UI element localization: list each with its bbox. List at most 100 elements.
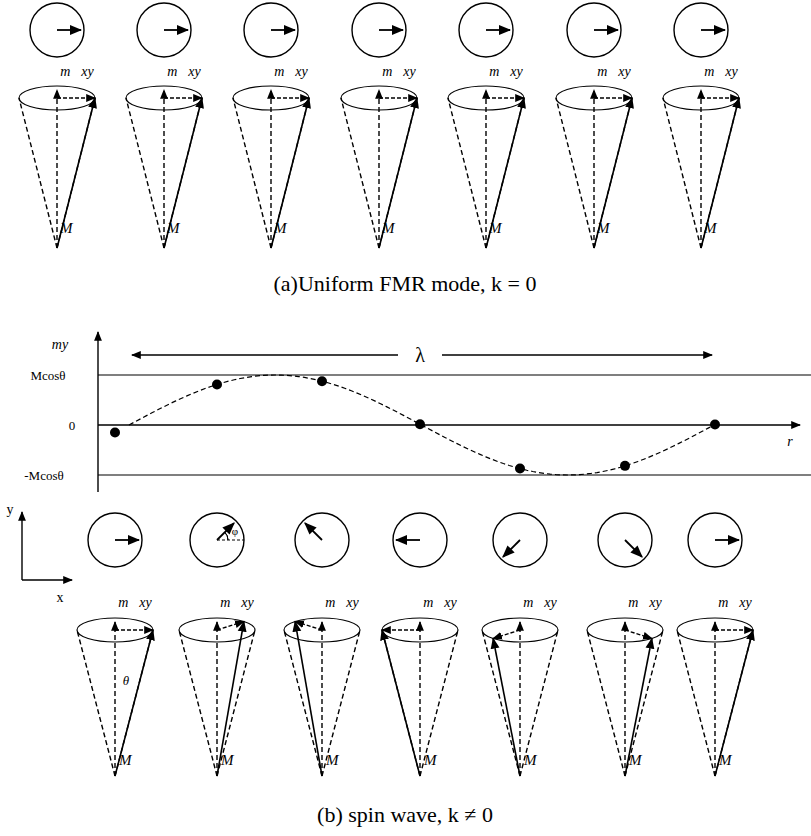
cone-side <box>715 630 753 776</box>
mxy-vector <box>115 629 153 630</box>
cone-side <box>126 98 164 248</box>
cone-side <box>448 98 486 248</box>
cone-rim <box>556 86 632 110</box>
label: y <box>7 503 14 517</box>
precession-cone <box>341 86 417 248</box>
cone-side <box>594 98 632 248</box>
precession-circle <box>459 3 513 57</box>
m-vector <box>379 98 417 248</box>
label: M⃗ <box>326 753 350 768</box>
precession-cone <box>233 86 309 248</box>
mxy-vector <box>271 97 309 98</box>
m-vector <box>382 630 420 776</box>
label: M⃗ <box>119 753 143 768</box>
cone-side <box>379 98 417 248</box>
m-vector <box>715 630 753 776</box>
label: M⃗ <box>719 753 743 768</box>
mxy-arrow <box>271 29 295 31</box>
axis-arrow <box>216 622 217 776</box>
wave-dot <box>212 379 222 389</box>
precession-cone <box>448 86 524 248</box>
caption: (a)Uniform FMR mode, k = 0 <box>274 273 537 295</box>
circle-outline <box>295 513 349 567</box>
cone-side <box>486 98 524 248</box>
circle-outline <box>30 3 84 57</box>
mxy-vector <box>493 630 520 638</box>
wave-dot <box>515 464 525 474</box>
axis-arrow <box>519 622 520 776</box>
label: x <box>57 591 64 605</box>
cone-side <box>179 630 217 776</box>
cone-side <box>164 98 202 248</box>
mxy-arrow <box>57 29 81 31</box>
mxy-vector <box>701 97 739 98</box>
label: m⃗xy <box>423 596 456 610</box>
label: M⃗ <box>60 221 84 236</box>
cone-side <box>556 98 594 248</box>
label: r <box>787 435 792 449</box>
wave-dot <box>317 376 327 386</box>
m-vector <box>164 98 202 248</box>
m-vector <box>115 630 153 776</box>
label: M⃗ <box>221 753 245 768</box>
cone-side <box>57 98 95 248</box>
label: M⃗ <box>274 221 298 236</box>
mxy-arrow <box>164 29 188 31</box>
mxy-arrow <box>305 523 322 540</box>
m-vector <box>493 638 520 776</box>
m-vector <box>486 98 524 248</box>
precession-circle <box>674 3 728 57</box>
precession-cone <box>77 618 153 776</box>
level-line <box>98 374 811 375</box>
phi-reference <box>217 540 244 541</box>
cone-side <box>677 630 715 776</box>
precession-circle <box>88 513 142 567</box>
cone-rim <box>448 86 524 110</box>
x-axis <box>22 579 72 580</box>
cone-rim <box>19 86 95 110</box>
label: M⃗ <box>489 221 513 236</box>
cone-side <box>382 630 420 776</box>
cone-side <box>341 98 379 248</box>
cone-side <box>520 630 558 776</box>
circle-outline <box>352 3 406 57</box>
m-vector <box>295 622 322 776</box>
mxy-vector <box>295 622 322 630</box>
circle-outline <box>567 3 621 57</box>
cone-side <box>115 630 153 776</box>
precession-circle <box>352 3 406 57</box>
cone-side <box>284 630 322 776</box>
mxy-vector <box>217 622 244 630</box>
mxy-vector <box>382 629 420 630</box>
mxy-vector <box>379 97 417 98</box>
cone-side <box>19 98 57 248</box>
label: m⃗xy <box>718 596 751 610</box>
circle-outline <box>459 3 513 57</box>
label: M⃗ <box>167 221 191 236</box>
precession-cone <box>284 618 360 776</box>
label: m⃗xy <box>220 596 253 610</box>
precession-cone <box>382 618 458 776</box>
mxy-vector <box>57 97 95 98</box>
mxy-arrow <box>379 29 403 31</box>
label: θ <box>123 674 129 687</box>
caption: (b) spin wave, k ≠ 0 <box>317 804 493 826</box>
label: M⃗ <box>382 221 406 236</box>
mxy-vector <box>164 97 202 98</box>
precession-circle <box>295 513 349 567</box>
label: φ <box>232 526 238 537</box>
label: m⃗xy <box>118 596 151 610</box>
label: m⃗xy <box>628 596 661 610</box>
mxy-arrow <box>625 540 642 557</box>
precession-circle <box>30 3 84 57</box>
precession-circle <box>493 513 547 567</box>
label: λ <box>415 345 425 365</box>
label: m⃗xy <box>597 65 630 79</box>
cone-side <box>322 630 360 776</box>
cone-side <box>233 98 271 248</box>
circle-outline <box>88 513 142 567</box>
label: m⃗xy <box>489 65 522 79</box>
axis-arrow <box>485 90 486 248</box>
wave-dot <box>620 461 630 471</box>
